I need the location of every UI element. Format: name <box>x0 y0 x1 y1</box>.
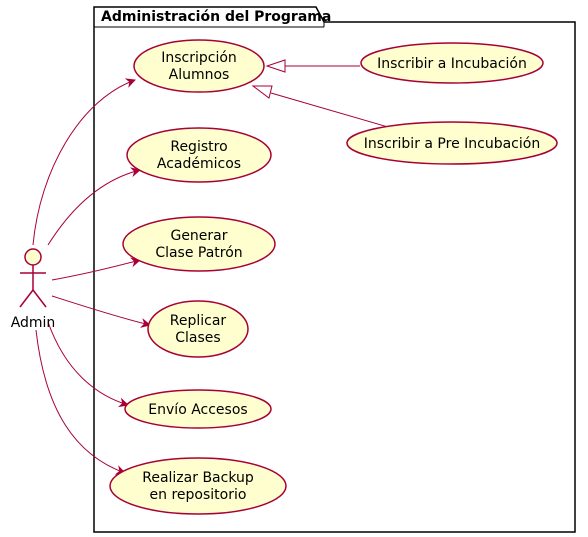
use-case-label: Alumnos <box>169 67 230 83</box>
use-case-label: Clase Patrón <box>155 245 242 261</box>
use-case-label: Inscripción <box>161 50 237 66</box>
package-title: Administración del Programa <box>101 9 331 25</box>
use-case-label: Envío Accesos <box>148 402 247 418</box>
use-case-registro: Registro Académicos <box>126 127 272 183</box>
gen-preincubacion-head <box>251 85 273 99</box>
use-case-backup: Realizar Backup en repositorio <box>109 457 287 515</box>
use-case-label: en repositorio <box>150 487 247 503</box>
assoc-replicar <box>51 295 151 328</box>
assoc-generar <box>51 257 141 281</box>
use-case-label: Académicos <box>157 156 241 172</box>
associations <box>32 78 151 475</box>
actor-head <box>24 248 42 266</box>
use-case-generar: Generar Clase Patrón <box>122 216 276 272</box>
gen-incubacion-head <box>265 59 286 73</box>
use-case-inscripcion: Inscripción Alumnos <box>133 39 265 93</box>
use-case-label: Registro <box>170 139 227 155</box>
use-case-preincubacion: Inscribir a Pre Incubación <box>346 121 558 165</box>
actor-name: Admin <box>11 315 56 331</box>
generalizations <box>251 59 389 128</box>
use-case-label: Generar <box>170 228 227 244</box>
assoc-inscripcion <box>32 78 136 246</box>
assoc-envio <box>47 321 129 408</box>
assoc-registro <box>47 167 141 246</box>
use-case-label: Clases <box>175 330 220 346</box>
gen-preincubacion-line <box>270 92 389 128</box>
assoc-backup <box>35 329 126 475</box>
use-case-incubacion: Inscribir a Incubación <box>360 42 544 84</box>
use-case-label: Realizar Backup <box>142 470 254 486</box>
use-case-label: Inscribir a Pre Incubación <box>364 136 540 152</box>
use-case-label: Inscribir a Incubación <box>377 56 527 72</box>
use-case-label: Replicar <box>170 313 227 329</box>
actor-admin: Admin <box>11 248 56 331</box>
use-case-replicar: Replicar Clases <box>147 300 249 358</box>
use-case-envio: Envío Accesos <box>124 389 272 429</box>
